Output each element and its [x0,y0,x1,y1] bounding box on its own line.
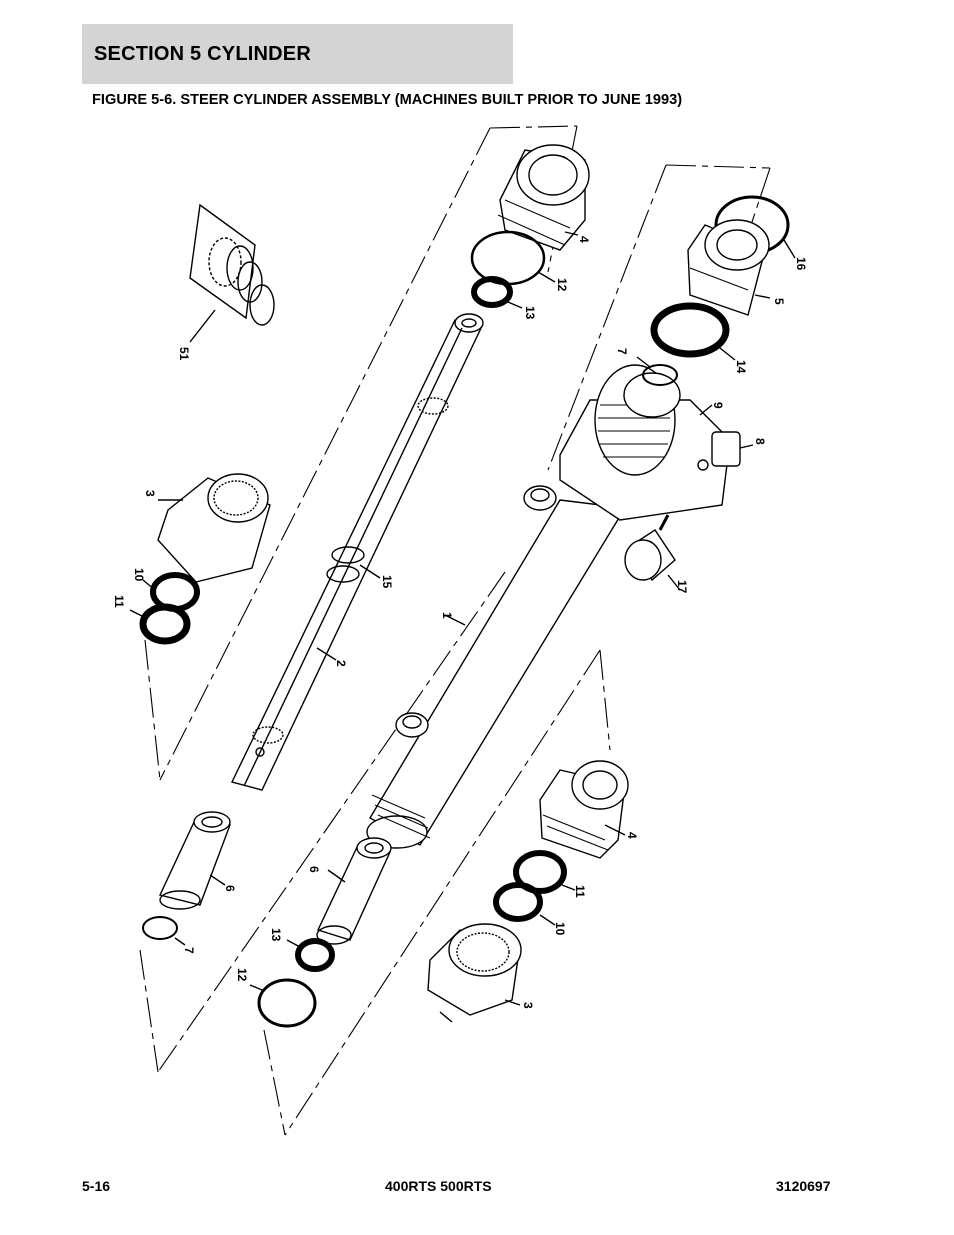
callout-14: 14 [734,360,748,374]
callout-3-left: 3 [143,490,157,497]
gland-nut-3-upper [157,473,271,583]
callout-17: 17 [675,580,689,594]
callout-2: 2 [334,660,348,667]
piston-rod-2 [231,313,484,791]
callout-4-bottom: 4 [625,832,639,839]
seal-10-11-upper [129,572,200,645]
retaining-ring-7-upper [636,356,678,386]
callout-1: 1 [440,612,454,619]
callout-13-bottom: 13 [269,928,283,942]
callout-10-bottom: 10 [553,922,567,936]
callout-6-left: 6 [223,885,237,892]
assembly-guide-lines [139,125,771,1136]
footer-doc-number: 3120697 [776,1178,831,1194]
gland-nut-3-lower [427,923,522,1023]
callout-8: 8 [753,438,767,445]
fitting-17 [624,514,681,591]
callout-15: 15 [380,575,394,589]
callout-51: 51 [177,347,191,361]
seal-10-lower [493,882,556,926]
callout-13-top: 13 [523,306,537,320]
cylinder-head-block [559,364,754,521]
callout-11-left: 11 [112,595,126,608]
spacer-6-left [159,811,231,910]
piston-4-lower [539,760,629,859]
callout-11-bottom: 11 [573,885,587,898]
wear-ring-14 [650,302,736,361]
callout-16: 16 [794,257,808,271]
callout-6-middle: 6 [307,866,321,873]
callout-labels: 4 12 13 16 5 14 7 9 8 51 3 10 11 15 2 1 … [112,236,808,1009]
section-title: SECTION 5 CYLINDER [94,42,311,65]
seal-kit-51 [189,203,275,343]
footer-model: 400RTS 500RTS [385,1178,492,1194]
piston-4-upper [497,144,590,251]
callout-9: 9 [711,402,725,409]
retaining-ring-7-lower [142,916,186,946]
callout-7-bottom: 7 [182,947,196,954]
callout-7-top: 7 [615,348,629,355]
callout-12-bottom: 12 [235,968,249,982]
seal-11-lower [513,850,576,894]
figure-title: FIGURE 5-6. STEER CYLINDER ASSEMBLY (MAC… [92,92,683,108]
piston-5 [687,219,771,316]
callout-4-top: 4 [577,236,591,243]
footer-page-number: 5-16 [82,1178,111,1194]
callout-12-top: 12 [555,278,569,292]
callout-10-left: 10 [132,568,146,582]
spacer-6-middle [316,837,392,945]
backup-ring-13-lower [286,938,335,972]
callout-5: 5 [772,298,786,305]
callout-3-bottom: 3 [521,1002,535,1009]
section-header: SECTION 5 CYLINDER [82,24,513,84]
o-ring-12-lower [249,978,317,1028]
backup-ring-13-upper [471,276,523,309]
